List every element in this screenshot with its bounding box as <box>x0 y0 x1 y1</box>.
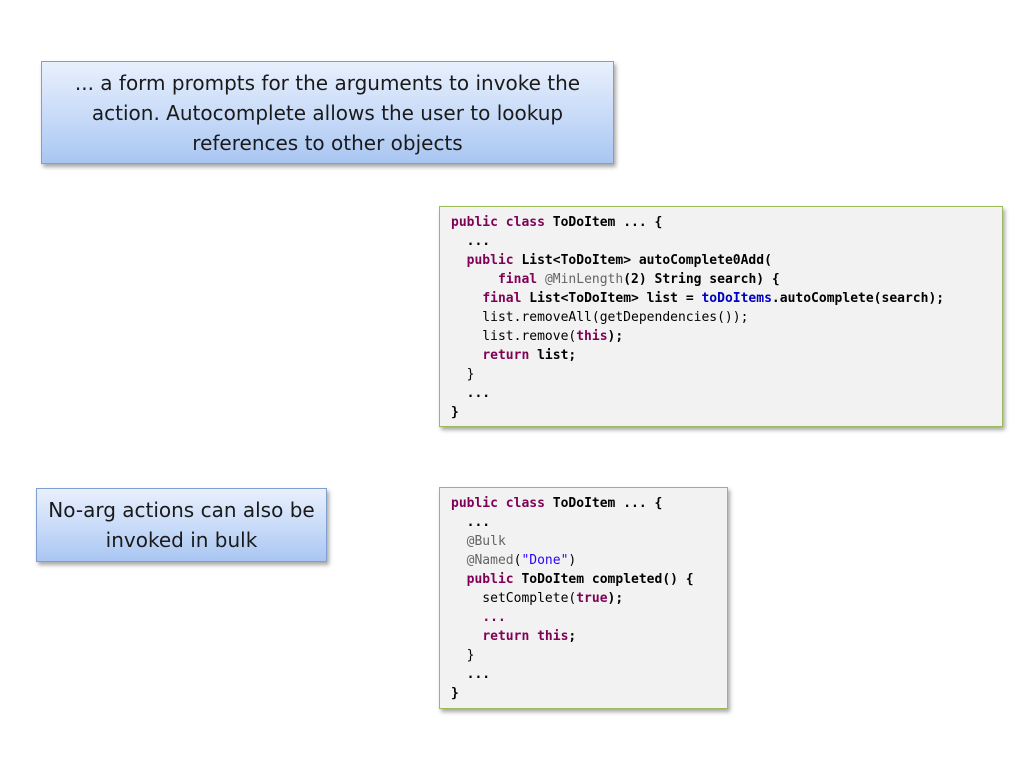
code-token: ToDoItem ... { <box>544 215 663 230</box>
code-token: list; <box>529 348 577 363</box>
code-token: return <box>482 629 530 644</box>
code-token: List<ToDoItem> list = <box>521 291 702 306</box>
code-token <box>451 534 467 549</box>
code-line: @Bulk <box>451 532 727 551</box>
code-line: return list; <box>451 346 1002 365</box>
code-token: this <box>576 329 608 344</box>
code-token: } <box>451 648 475 663</box>
code-token: ToDoItem completed() { <box>513 572 694 587</box>
code-token: ) <box>568 553 577 568</box>
code-token: } <box>451 405 459 420</box>
code-token: ( <box>513 553 522 568</box>
code-line: ... <box>451 384 1002 403</box>
code-token: ... <box>482 610 506 625</box>
code-token: public <box>451 496 498 511</box>
code-token <box>451 610 482 625</box>
code-token <box>451 629 482 644</box>
code-token: this <box>537 629 569 644</box>
code-token <box>451 572 467 587</box>
code-token <box>451 253 467 268</box>
code-token: ... <box>451 386 491 401</box>
code-line: } <box>451 403 1002 422</box>
code-line: ... <box>451 665 727 684</box>
code-token: ; <box>568 629 577 644</box>
code-token: "Done" <box>521 553 569 568</box>
code-token: ); <box>607 591 624 606</box>
code-line: return this; <box>451 627 727 646</box>
code-line: ... <box>451 232 1002 251</box>
code-token: @Named <box>466 553 514 568</box>
code-line: } <box>451 365 1002 384</box>
bulk-action-code-block: public class ToDoItem ... { ... @Bulk @N… <box>439 487 728 709</box>
code-token: ... <box>451 515 491 530</box>
code-line: @Named("Done") <box>451 551 727 570</box>
code-token: ... <box>451 234 491 249</box>
code-token: ); <box>607 329 624 344</box>
code-token <box>529 629 537 644</box>
code-token: List<ToDoItem> autoComplete0Add( <box>513 253 772 268</box>
code-line: final List<ToDoItem> list = toDoItems.au… <box>451 289 1002 308</box>
autocomplete-callout-text: ... a form prompts for the arguments to … <box>74 70 581 155</box>
code-token: final <box>497 272 538 287</box>
code-line: list.removeAll(getDependencies()); <box>451 308 1002 327</box>
code-token: toDoItems <box>701 291 772 306</box>
code-line: public ToDoItem completed() { <box>451 570 727 589</box>
code-token: } <box>451 686 459 701</box>
code-token: list.removeAll(getDependencies()); <box>451 310 749 325</box>
code-line: ... <box>451 608 727 627</box>
code-token: } <box>451 367 475 382</box>
code-token: @Bulk <box>466 534 506 549</box>
code-line: } <box>451 646 727 665</box>
code-token <box>451 553 467 568</box>
code-token: ToDoItem ... { <box>544 496 663 511</box>
code-token: true <box>576 591 608 606</box>
code-token: (2) String search) { <box>623 272 780 287</box>
code-token: final <box>482 291 522 306</box>
code-token <box>498 496 506 511</box>
code-token: public <box>466 253 514 268</box>
code-token <box>451 348 482 363</box>
autocomplete-callout: ... a form prompts for the arguments to … <box>41 61 614 164</box>
code-token <box>537 272 545 287</box>
code-token: setComplete( <box>451 591 577 606</box>
code-token <box>451 272 498 287</box>
code-token: class <box>505 215 545 230</box>
code-token: class <box>505 496 545 511</box>
bulk-actions-callout: No-arg actions can also be invoked in bu… <box>36 488 327 562</box>
code-line: setComplete(true); <box>451 589 727 608</box>
code-token <box>498 215 506 230</box>
bulk-actions-callout-text: No-arg actions can also be invoked in bu… <box>48 498 315 552</box>
code-token: list.remove( <box>451 329 577 344</box>
code-line: } <box>451 684 727 703</box>
code-token <box>451 291 482 306</box>
code-line: list.remove(this); <box>451 327 1002 346</box>
code-line: public List<ToDoItem> autoComplete0Add( <box>451 251 1002 270</box>
code-token: public <box>451 215 498 230</box>
code-token: return <box>482 348 530 363</box>
code-line: ... <box>451 513 727 532</box>
code-token: .autoComplete(search); <box>771 291 945 306</box>
code-token: ... <box>451 667 491 682</box>
code-line: final @MinLength(2) String search) { <box>451 270 1002 289</box>
code-line: public class ToDoItem ... { <box>451 213 1002 232</box>
code-token: @MinLength <box>544 272 624 287</box>
code-line: public class ToDoItem ... { <box>451 494 727 513</box>
autocomplete-code-block: public class ToDoItem ... { ... public L… <box>439 206 1003 427</box>
code-token: public <box>466 572 514 587</box>
